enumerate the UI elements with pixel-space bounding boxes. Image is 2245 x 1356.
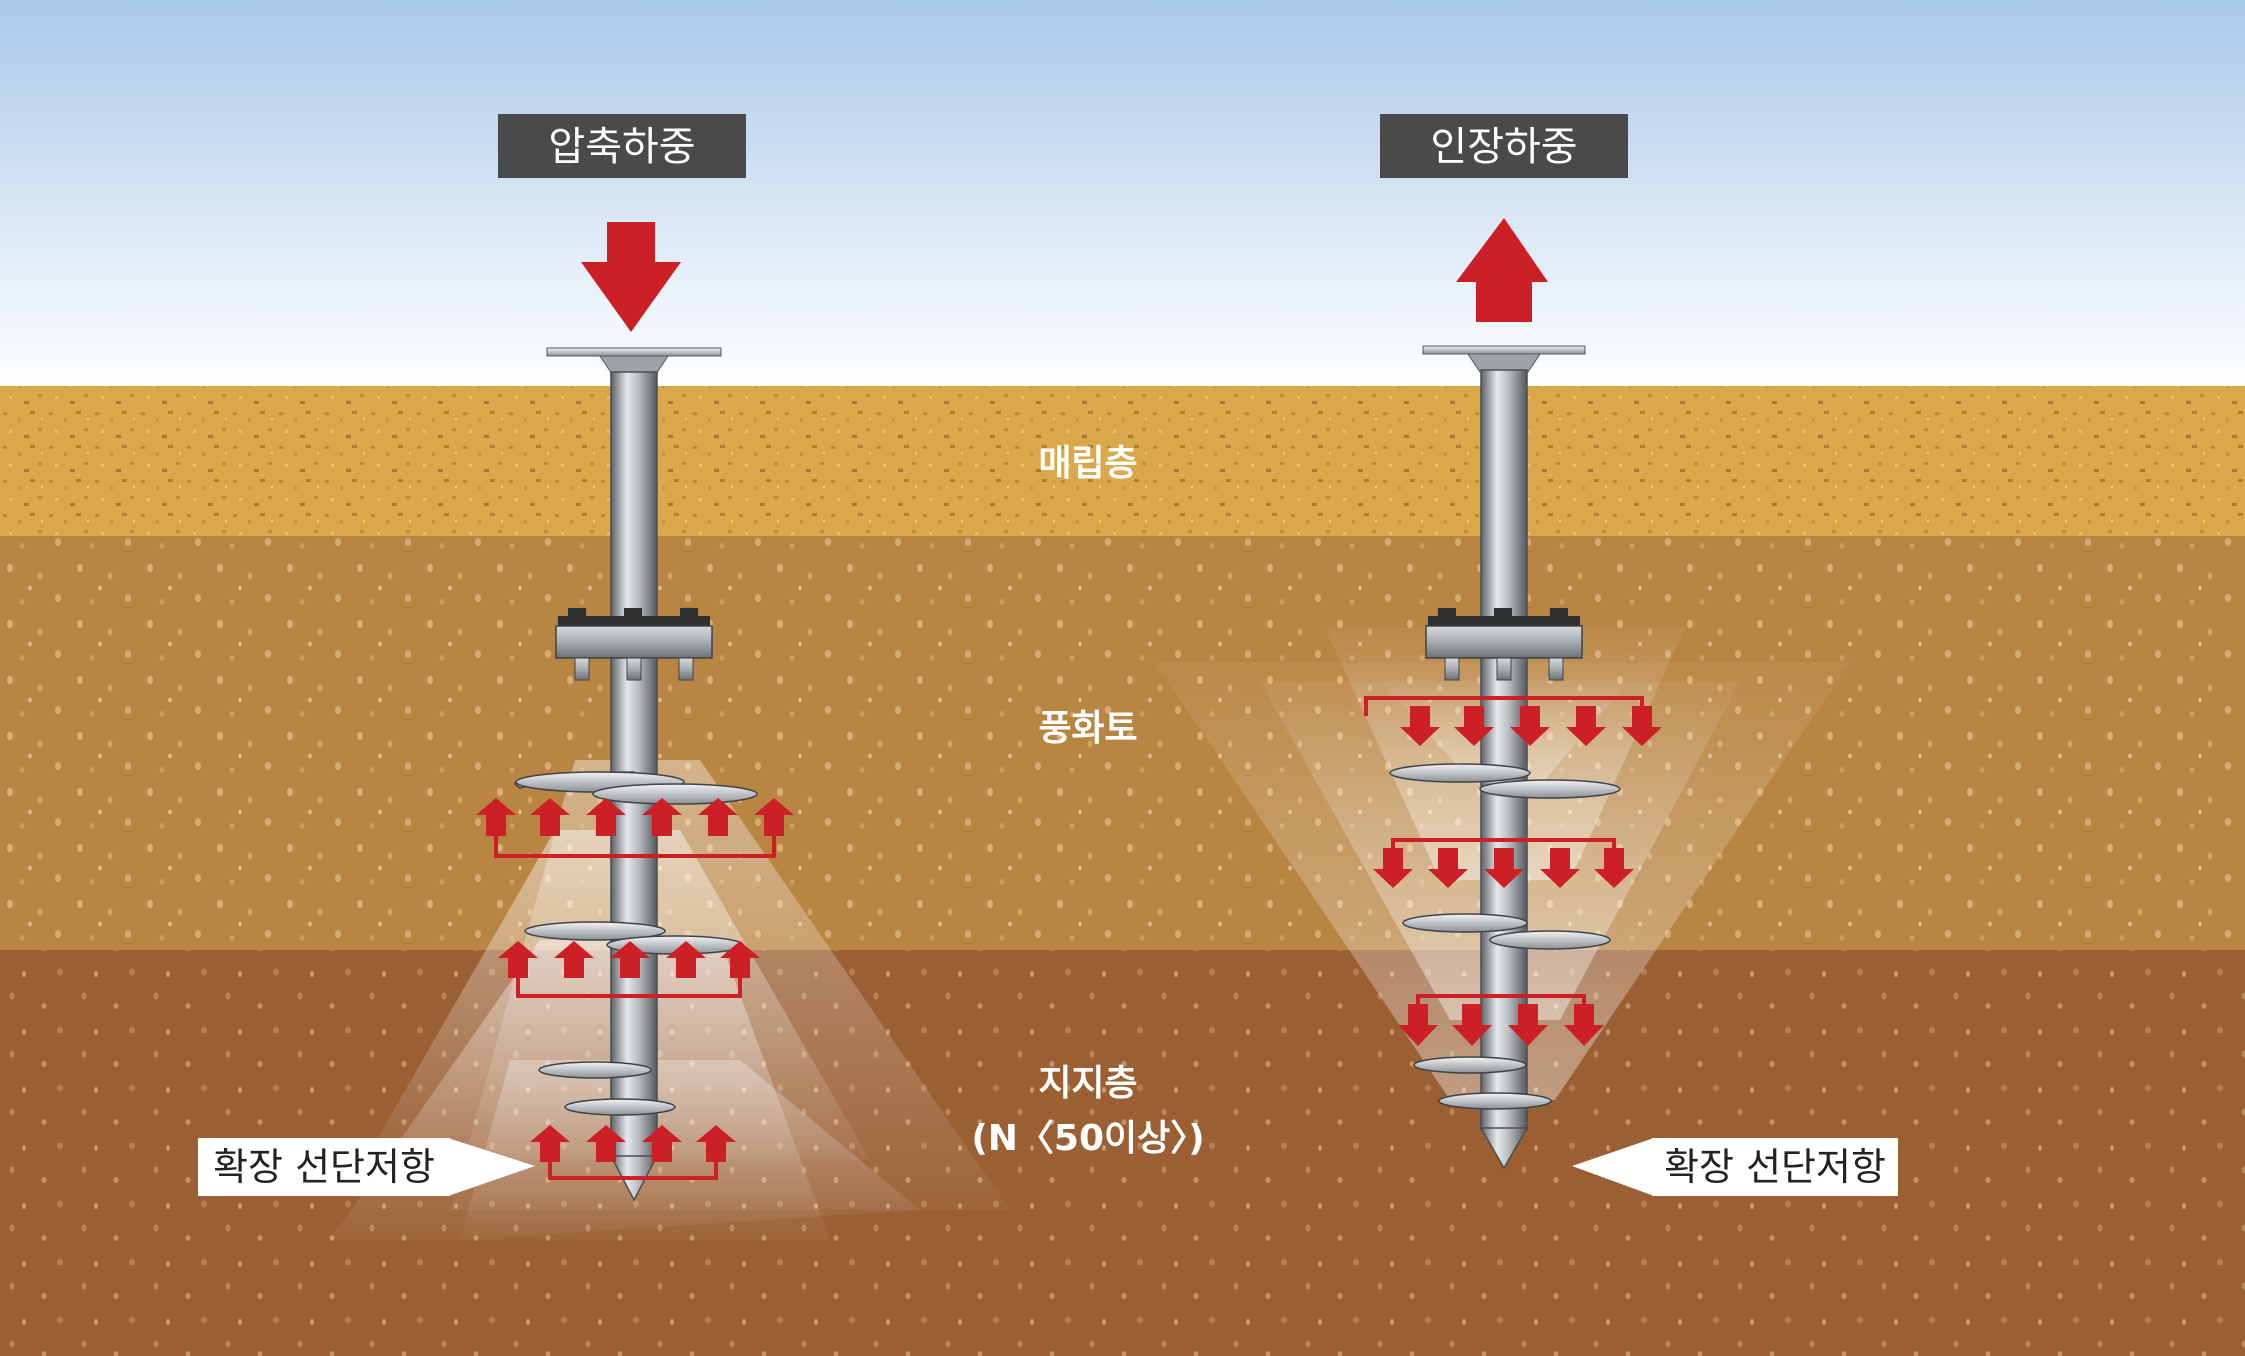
small-arrow-icon xyxy=(1454,706,1494,746)
weathered-layer-texture xyxy=(0,536,2245,950)
left-force-row-2 xyxy=(498,941,760,998)
tension-load-label: 인장하중 xyxy=(1430,124,1577,170)
small-arrow-icon xyxy=(1622,706,1662,746)
right-force-row-3 xyxy=(1398,994,1604,1046)
left-coupling-flange xyxy=(555,608,713,681)
small-arrow-icon xyxy=(1400,706,1440,746)
bearing-layer-note: (N〈50이상〉) xyxy=(971,1118,1204,1159)
small-arrow-icon xyxy=(1566,706,1606,746)
arrow-up-icon xyxy=(1456,218,1548,322)
small-arrow-icon xyxy=(530,798,570,836)
small-arrow-icon xyxy=(1594,848,1634,888)
right-force-row-2 xyxy=(1373,838,1634,888)
small-arrow-icon xyxy=(554,941,594,978)
fill-layer-label: 매립층 xyxy=(1038,443,1137,484)
small-arrow-icon xyxy=(586,1125,626,1162)
small-arrow-icon xyxy=(586,798,626,836)
right-force-row-1 xyxy=(1364,696,1662,746)
right-pile-shaft xyxy=(1480,369,1528,1131)
small-arrow-icon xyxy=(1510,706,1550,746)
left-pile-shaft xyxy=(610,371,658,1159)
small-arrow-icon xyxy=(754,798,794,836)
small-arrow-icon xyxy=(1428,848,1468,888)
small-arrow-icon xyxy=(642,798,682,836)
left-force-row-3 xyxy=(530,1125,736,1180)
right-coupling-flange xyxy=(1425,608,1583,681)
fill-layer-texture xyxy=(0,386,2245,536)
right-callout-label: 확장 선단저항 xyxy=(1664,1145,1886,1189)
small-arrow-icon xyxy=(1508,1004,1548,1046)
small-arrow-icon xyxy=(1452,1004,1492,1046)
small-arrow-icon xyxy=(530,1125,570,1162)
compression-load-tag: 압축하중 xyxy=(498,114,746,178)
small-arrow-icon xyxy=(1540,848,1580,888)
weathered-layer-label: 풍화토 xyxy=(1038,708,1137,749)
small-arrow-icon xyxy=(1398,1004,1438,1046)
left-force-row-1 xyxy=(476,798,794,858)
small-arrow-icon xyxy=(1373,848,1413,888)
right-pile-cap-plate xyxy=(1422,345,1586,355)
tension-load-tag: 인장하중 xyxy=(1380,114,1628,178)
small-arrow-icon xyxy=(498,941,538,978)
small-arrow-icon xyxy=(666,941,706,978)
small-arrow-icon xyxy=(696,1125,736,1162)
left-callout-label: 확장 선단저항 xyxy=(213,1145,435,1189)
small-arrow-icon xyxy=(1484,848,1524,888)
left-pile-cap-plate xyxy=(546,347,722,357)
right-pile-tip xyxy=(1479,1127,1529,1170)
small-arrow-icon xyxy=(610,941,650,978)
small-arrow-icon xyxy=(720,941,760,978)
bearing-layer-label: 지지층 xyxy=(1038,1063,1137,1104)
right-callout: 확장 선단저항 xyxy=(1572,1138,1898,1196)
sky-background xyxy=(0,0,2245,388)
small-arrow-icon xyxy=(698,798,738,836)
arrow-down-icon xyxy=(581,222,681,332)
right-helix-plates xyxy=(1389,763,1621,1110)
small-arrow-icon xyxy=(642,1125,682,1162)
left-callout: 확장 선단저항 xyxy=(198,1138,535,1196)
small-arrow-icon xyxy=(1564,1004,1604,1046)
compression-load-label: 압축하중 xyxy=(548,124,695,170)
small-arrow-icon xyxy=(476,798,516,836)
